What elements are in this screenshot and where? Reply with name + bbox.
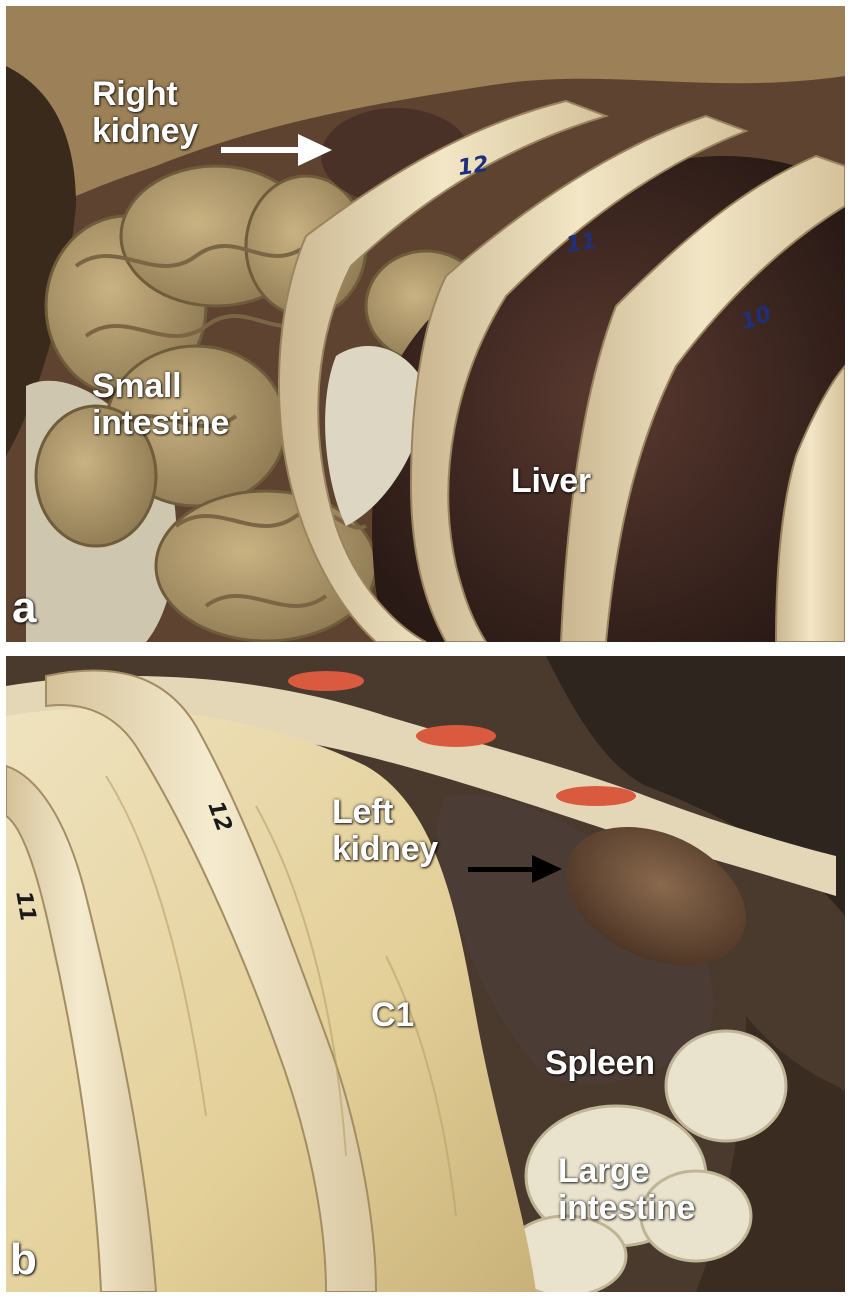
label-small-intestine-line1: Small (92, 367, 182, 405)
label-right-kidney-line1: Right (92, 75, 178, 113)
small-intestine-graphic (34, 164, 488, 642)
label-small-intestine-line2: intestine (92, 404, 230, 442)
large-intestine-graphic (504, 1029, 788, 1292)
rumen-folds (105, 775, 457, 1217)
left-kidney-arrow (468, 855, 562, 883)
label-c1: C1 (371, 996, 414, 1034)
ribs-b (6, 669, 378, 1292)
intestine-folds (74, 244, 367, 608)
spleen-graphic (437, 794, 714, 1084)
rib-number-12-a: 12 (456, 151, 491, 182)
label-right-kidney-line2: kidney (92, 112, 198, 150)
label-large-intestine: Large intestine (558, 1153, 695, 1227)
label-large-intestine-line2: intestine (558, 1189, 696, 1227)
label-large-intestine-line1: Large (558, 1152, 650, 1190)
rib-number-11-b: 11 (10, 889, 41, 924)
fur-top-right (546, 656, 845, 916)
right-kidney-arrow (221, 134, 332, 166)
ribs-a (278, 99, 845, 642)
body-wall-top (6, 6, 845, 236)
panel-a-letter: a (12, 583, 37, 632)
label-right-kidney: Right kidney (92, 76, 198, 150)
panel-a-image (6, 6, 845, 642)
fur-left (6, 66, 76, 456)
panel-b-image (6, 656, 845, 1292)
pale-organ (325, 346, 426, 526)
muscle-red-patches (288, 671, 636, 806)
label-spleen: Spleen (545, 1044, 655, 1082)
left-kidney-graphic (566, 826, 746, 966)
panel-a-photo: 12 11 10 Right kidney Small intestine Li… (6, 6, 845, 642)
label-small-intestine: Small intestine (92, 368, 229, 442)
label-left-kidney: Left kidney (332, 794, 438, 868)
panel-b-photo: 12 11 Left kidney C1 Spleen Large intest… (6, 656, 845, 1292)
rib-number-11-a: 11 (564, 228, 599, 259)
label-left-kidney-line2: kidney (332, 830, 438, 868)
label-liver: Liver (511, 462, 591, 500)
panel-b-letter: b (10, 1235, 37, 1284)
label-left-kidney-line1: Left (332, 793, 394, 831)
